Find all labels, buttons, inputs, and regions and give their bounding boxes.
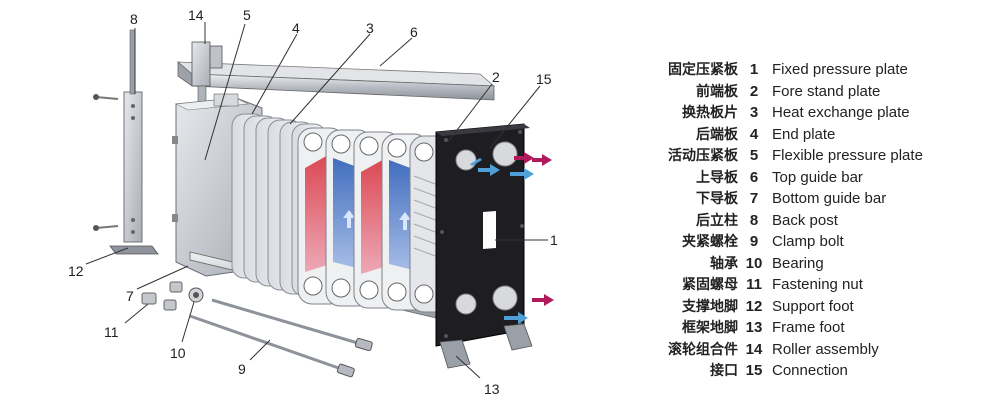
callout-15: 15 bbox=[536, 71, 552, 87]
back-post bbox=[109, 29, 159, 255]
roller-assembly bbox=[191, 41, 223, 109]
legend-english-name: End plate bbox=[772, 125, 836, 143]
legend-row: 框架地脚 13 Frame foot bbox=[600, 317, 995, 339]
legend-row: 换热板片 3 Heat exchange plate bbox=[600, 102, 995, 124]
outlet-arrow-icon bbox=[510, 168, 534, 180]
callout-13: 13 bbox=[484, 381, 500, 397]
legend-row: 固定压紧板 1 Fixed pressure plate bbox=[600, 59, 995, 81]
legend-english-name: Flexible pressure plate bbox=[772, 147, 923, 164]
flow-arrow-icon bbox=[478, 164, 500, 176]
callout-9: 9 bbox=[238, 361, 246, 377]
callout-7: 7 bbox=[126, 288, 134, 304]
callout-11: 11 bbox=[104, 324, 119, 340]
legend-english-name: Top guide bar bbox=[772, 168, 863, 186]
legend-chinese-name: 夹紧螺栓 bbox=[682, 234, 738, 250]
legend-chinese-name: 紧固螺母 bbox=[682, 277, 738, 293]
legend-chinese-name: 后端板 bbox=[696, 126, 738, 143]
legend-english-name: Fastening nut bbox=[772, 276, 863, 293]
frame-foot bbox=[439, 323, 533, 369]
legend-part-number: 12 bbox=[745, 297, 763, 315]
leader-lines bbox=[85, 22, 548, 379]
legend-english-name: Bottom guide bar bbox=[772, 190, 887, 207]
legend-english-name: Connection bbox=[772, 362, 848, 379]
legend-part-number: 10 bbox=[745, 254, 763, 272]
legend-part-number: 14 bbox=[745, 340, 763, 358]
inlet-arrow-icon bbox=[532, 154, 552, 166]
legend-part-number: 15 bbox=[745, 362, 763, 379]
legend-row: 前端板 2 Fore stand plate bbox=[600, 81, 995, 103]
connection-port bbox=[455, 141, 518, 315]
callout-5: 5 bbox=[243, 7, 251, 23]
legend-row: 滚轮组合件 14 Roller assembly bbox=[600, 339, 995, 361]
legend-english-name: Frame foot bbox=[772, 319, 845, 336]
inlet-arrow-icon bbox=[514, 152, 534, 164]
legend-chinese-name: 活动压紧板 bbox=[668, 148, 738, 164]
legend-chinese-name: 后立柱 bbox=[696, 212, 738, 229]
legend-row: 支撑地脚 12 Support foot bbox=[600, 296, 995, 318]
legend-english-name: Fixed pressure plate bbox=[772, 61, 908, 78]
legend-chinese-name: 前端板 bbox=[696, 83, 738, 100]
legend-row: 轴承 10 Bearing bbox=[600, 253, 995, 275]
callout-3: 3 bbox=[366, 20, 374, 36]
legend-chinese-name: 下导板 bbox=[696, 191, 738, 207]
legend-english-name: Support foot bbox=[772, 297, 854, 315]
inlet-arrow-icon bbox=[504, 312, 528, 324]
legend-part-number: 5 bbox=[749, 147, 759, 164]
fastening-nut bbox=[141, 281, 183, 311]
callout-8: 8 bbox=[130, 11, 138, 27]
legend-part-number: 6 bbox=[749, 168, 759, 186]
legend-row: 上导板 6 Top guide bar bbox=[600, 167, 995, 189]
legend-chinese-name: 轴承 bbox=[710, 255, 738, 272]
legend-chinese-name: 固定压紧板 bbox=[668, 62, 738, 78]
callout-labels: 8 14 5 4 3 6 2 15 1 7 12 11 10 9 13 bbox=[68, 7, 558, 397]
callout-1: 1 bbox=[550, 232, 558, 248]
legend-part-number: 3 bbox=[749, 104, 759, 121]
legend-english-name: Back post bbox=[772, 211, 838, 229]
legend-row: 活动压紧板 5 Flexible pressure plate bbox=[600, 145, 995, 167]
callout-10: 10 bbox=[170, 345, 186, 361]
callout-14: 14 bbox=[188, 7, 204, 23]
legend-row: 紧固螺母 11 Fastening nut bbox=[600, 274, 995, 296]
callout-4: 4 bbox=[292, 20, 300, 36]
legend-row: 夹紧螺栓 9 Clamp bolt bbox=[600, 231, 995, 253]
outlet-arrow-icon bbox=[532, 294, 554, 306]
parts-legend: 固定压紧板 1 Fixed pressure plate 前端板 2 Fore stand… bbox=[600, 59, 995, 382]
legend-chinese-name: 接口 bbox=[710, 363, 738, 379]
legend-part-number: 4 bbox=[749, 125, 759, 143]
callout-2: 2 bbox=[492, 69, 500, 85]
legend-part-number: 8 bbox=[749, 211, 759, 229]
legend-row: 接口 15 Connection bbox=[600, 360, 995, 382]
bearing bbox=[188, 287, 204, 303]
legend-part-number: 11 bbox=[746, 276, 762, 293]
legend-chinese-name: 上导板 bbox=[696, 169, 738, 186]
legend-english-name: Fore stand plate bbox=[772, 82, 881, 100]
fixed-pressure-plate bbox=[435, 123, 530, 347]
post-bolts bbox=[93, 94, 119, 231]
flow-arrows bbox=[470, 152, 554, 324]
legend-english-name: Clamp bolt bbox=[772, 233, 844, 250]
legend-chinese-name: 换热板片 bbox=[682, 105, 738, 121]
legend-part-number: 13 bbox=[745, 319, 763, 336]
clamp-bolt bbox=[189, 298, 373, 378]
legend-part-number: 2 bbox=[749, 82, 759, 100]
callout-6: 6 bbox=[410, 24, 418, 40]
legend-part-number: 1 bbox=[749, 61, 759, 78]
legend-part-number: 7 bbox=[749, 190, 759, 207]
legend-chinese-name: 框架地脚 bbox=[682, 320, 738, 336]
legend-row: 后立柱 8 Back post bbox=[600, 210, 995, 232]
legend-row: 下导板 7 Bottom guide bar bbox=[600, 188, 995, 210]
callout-12: 12 bbox=[68, 263, 84, 279]
plate-pack bbox=[231, 113, 451, 313]
legend-english-name: Bearing bbox=[772, 254, 824, 272]
legend-part-number: 9 bbox=[749, 233, 759, 250]
legend-row: 后端板 4 End plate bbox=[600, 124, 995, 146]
legend-english-name: Roller assembly bbox=[772, 340, 879, 358]
legend-chinese-name: 支撑地脚 bbox=[682, 298, 738, 315]
legend-chinese-name: 滚轮组合件 bbox=[668, 341, 738, 358]
legend-english-name: Heat exchange plate bbox=[772, 104, 910, 121]
